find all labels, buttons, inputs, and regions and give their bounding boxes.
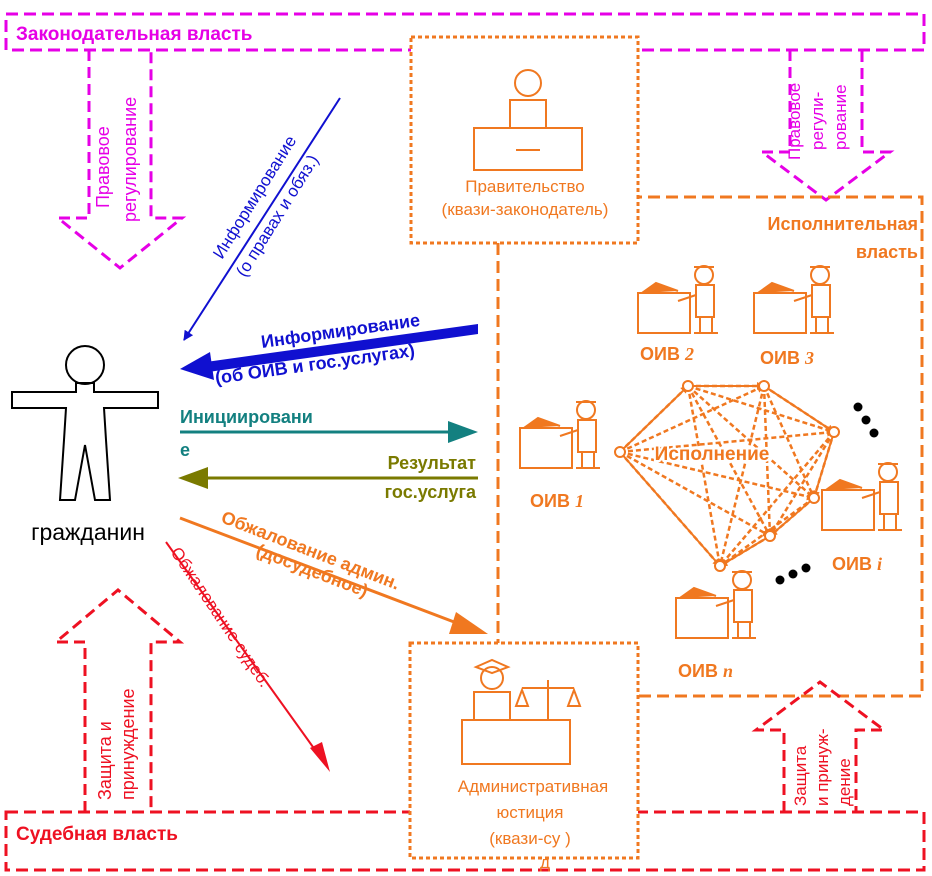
execution-link [768, 431, 836, 537]
execution-link [686, 385, 723, 567]
protection-arrow-right: Защита и принуж- дение [751, 680, 889, 812]
appeal-court-arrowhead [310, 742, 330, 772]
government-subtitle: (квази-законодатель) [442, 200, 609, 219]
execution-link [687, 384, 835, 434]
admin-justice-frame [408, 641, 640, 860]
judge-icon [461, 658, 571, 765]
justice-line3: (квази-су ) [489, 829, 571, 848]
protect-right-line3: дение [835, 758, 854, 806]
execution-link [619, 450, 771, 538]
execution-node [682, 380, 694, 392]
legal-regulation-arrow-left: Правовое регулирование [53, 50, 187, 270]
execution-ring-link [619, 385, 689, 453]
scales-icon [514, 680, 582, 721]
reg-right-line1: Правовое [785, 83, 804, 160]
executive-power: Исполнительная власть [496, 195, 924, 698]
appeal-court-arrow [165, 541, 319, 755]
executive-title-2: власть [856, 242, 918, 262]
execution-ring-link [719, 535, 771, 567]
execution-link [619, 384, 765, 454]
admin-justice-block: Административная юстиция (квази-су ) д [408, 641, 640, 872]
execution-node [714, 560, 726, 572]
protect-left-line2: принуждение [118, 688, 138, 800]
protect-right-line1: Защита [791, 745, 810, 806]
government-title: Правительство [465, 177, 585, 196]
initiation-line1: Инициировани [180, 407, 313, 427]
execution-node [828, 426, 840, 438]
execution-link [686, 385, 772, 537]
appeal-admin-line1: Обжалование админ. [219, 507, 403, 594]
execution-node [808, 492, 820, 504]
execution-link [717, 385, 766, 567]
execution-ring-link [813, 431, 835, 499]
reg-right-line2: регули- [808, 92, 827, 150]
execution-node [764, 530, 776, 542]
reg-right-line3: рование [831, 84, 850, 150]
justice-line2: юстиция [497, 803, 564, 822]
inform-rights-arrow [183, 97, 341, 341]
protection-arrow-left: Защита и принуждение [51, 588, 185, 812]
execution-link [762, 385, 774, 537]
oiv-label-3: ОИВ 3 [760, 348, 814, 368]
justice-line4: д [540, 853, 550, 872]
result-line1: Результат [388, 453, 477, 473]
execution-ring-link [769, 497, 815, 537]
execution-node [758, 380, 770, 392]
reg-left-line2: регулирование [120, 97, 140, 222]
clerk-at-desk-icon [519, 400, 600, 469]
protect-left-line1: Защита и [95, 721, 115, 800]
oiv-label-i: ОИВ i [832, 554, 882, 574]
government-block: Правительство (квази-законодатель) [409, 35, 640, 245]
appeal-admin-arrow [179, 516, 463, 627]
justice-line1: Административная [458, 777, 609, 796]
ellipsis-dots [775, 402, 879, 585]
oiv-label-n: ОИВ n [678, 661, 733, 681]
execution-link [762, 385, 816, 499]
citizen-label: гражданин [31, 519, 145, 545]
clerk-at-desk-icon [821, 462, 902, 531]
clerk-at-desk-icon [675, 570, 756, 639]
executive-title-1: Исполнительная [768, 214, 918, 234]
appeal-court-label: Обжалование судеб. [167, 544, 275, 691]
oiv-label-1: ОИВ 1 [530, 491, 584, 511]
judicial-title: Судебная власть [16, 824, 178, 845]
execution-link [619, 450, 815, 501]
clerk-at-desk-icon [637, 265, 718, 334]
inform-oiv-arrowhead [180, 352, 214, 380]
appeal-admin-arrowhead [449, 612, 488, 634]
execution-link [719, 431, 835, 567]
execution-network [614, 380, 840, 572]
citizen-figure [11, 345, 159, 501]
clerk-at-desk-icon [753, 265, 834, 334]
oiv-workers [519, 265, 902, 639]
legislative-title: Законодательная власть [16, 24, 252, 45]
execution-ring-link [619, 451, 721, 567]
reg-left-line1: Правовое [93, 126, 113, 208]
oiv-label-2: ОИВ 2 [640, 344, 694, 364]
execution-ring-link [763, 385, 835, 433]
execution-label: Исполнение [655, 444, 770, 465]
execution-link [619, 428, 835, 454]
official-at-desk-icon [473, 69, 583, 171]
inform-oiv-arrow [206, 324, 478, 372]
legal-regulation-arrow-right: Правовое регули- рование [757, 50, 895, 202]
result-line2: гос.услуга [385, 482, 477, 502]
initiation-arrowhead [448, 421, 478, 443]
execution-node [614, 446, 626, 458]
protect-right-line2: и принуж- [813, 729, 832, 807]
initiation-line2: е [180, 440, 190, 460]
result-arrowhead [178, 467, 208, 489]
